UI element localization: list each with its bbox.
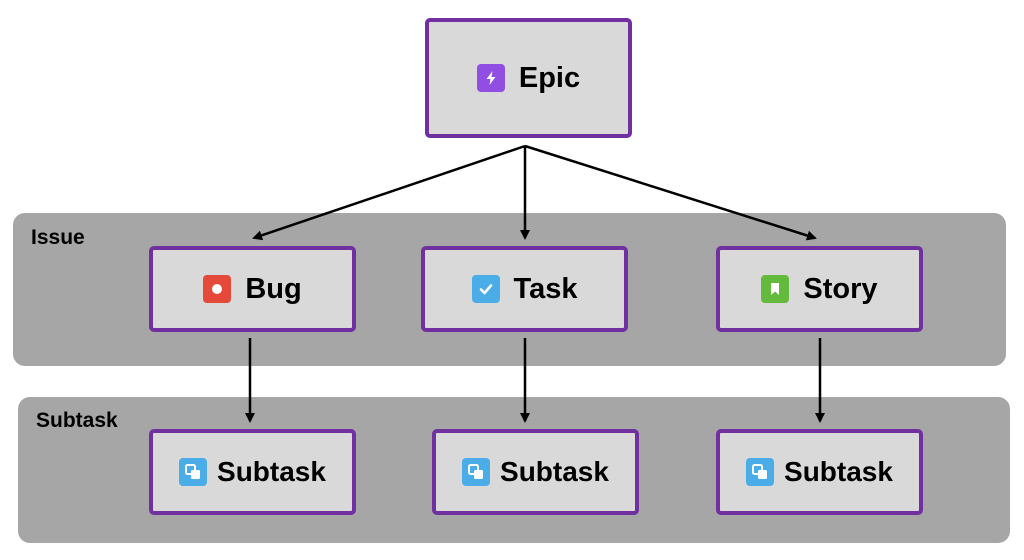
story-label: Story — [803, 272, 878, 305]
lightning-bolt-icon — [476, 64, 505, 92]
bookmark-icon — [761, 275, 790, 303]
subtask-label: Subtask — [500, 456, 609, 487]
bug-label: Bug — [245, 272, 302, 305]
edge-epic-bug — [252, 144, 526, 241]
subtask-icon — [179, 458, 208, 486]
checkmark-icon — [471, 275, 500, 303]
subtask-label: Subtask — [217, 456, 326, 487]
subtask-node-3[interactable]: Subtask — [716, 429, 923, 515]
epic-node[interactable]: Epic — [425, 18, 632, 138]
issue-group-label: Issue — [31, 226, 85, 249]
bug-node[interactable]: Bug — [149, 246, 356, 332]
subtask-icon — [746, 458, 775, 486]
subtask-label: Subtask — [784, 456, 893, 487]
subtask-node-2[interactable]: Subtask — [432, 429, 639, 515]
edge-epic-story — [524, 144, 817, 241]
task-node[interactable]: Task — [421, 246, 628, 332]
epic-label: Epic — [518, 61, 581, 94]
subtask-group-label: Subtask — [36, 409, 118, 432]
subtask-node-1[interactable]: Subtask — [149, 429, 356, 515]
task-label: Task — [513, 272, 578, 305]
story-node[interactable]: Story — [716, 246, 923, 332]
subtask-icon — [462, 458, 491, 486]
bug-dot-icon — [203, 275, 232, 303]
